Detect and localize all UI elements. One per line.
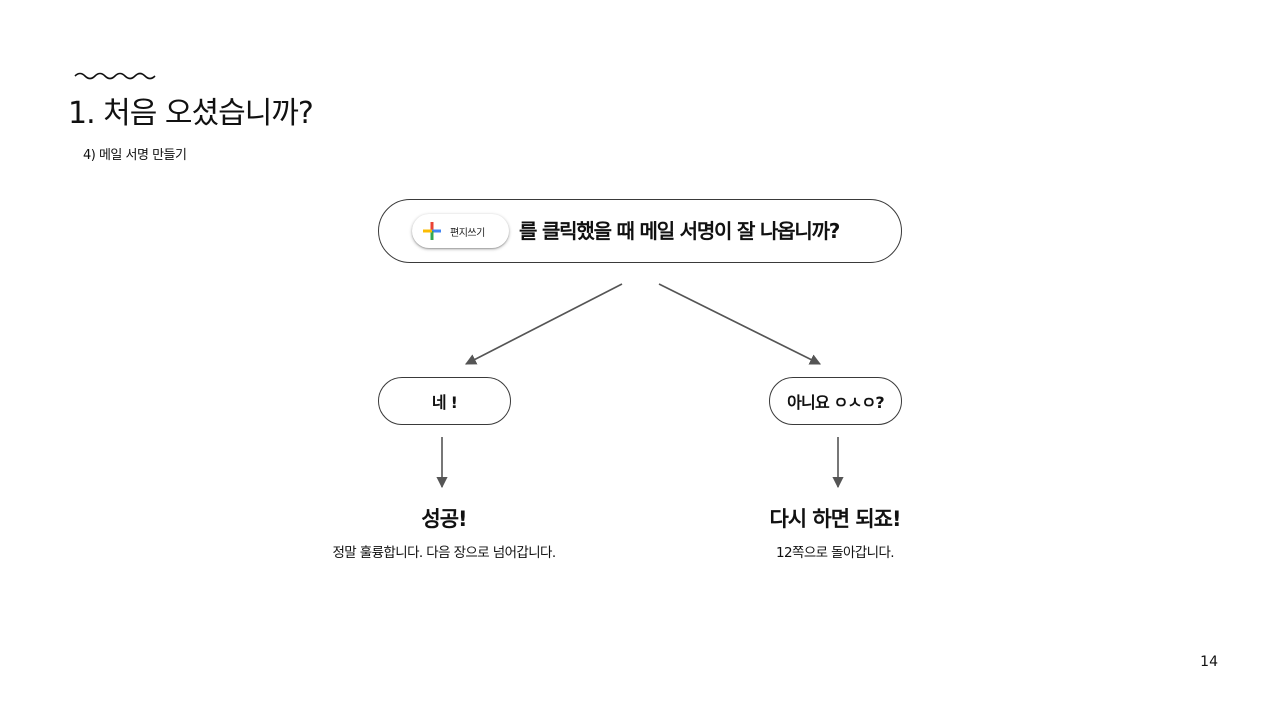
success-description: 정말 훌륭합니다. 다음 장으로 넘어갑니다. bbox=[332, 545, 556, 561]
retry-description: 12쪽으로 돌아갑니다. bbox=[776, 545, 895, 561]
decorative-wave-line bbox=[74, 72, 156, 80]
arrow-to-yes bbox=[465, 283, 623, 365]
arrow-to-no bbox=[658, 283, 822, 365]
page-subtitle: 4) 메일 서명 만들기 bbox=[83, 148, 187, 163]
compose-button-label: 편지쓰기 bbox=[450, 227, 485, 239]
plus-multicolor-icon bbox=[423, 222, 441, 240]
retry-title: 다시 하면 되죠! bbox=[769, 507, 901, 531]
success-title: 성공! bbox=[421, 507, 467, 531]
question-text: 를 클릭했을 때 메일 서명이 잘 나옵니까? bbox=[519, 219, 840, 243]
answer-no-box: 아니요 ㅇㅅㅇ? bbox=[769, 377, 902, 425]
answer-yes-label: 네 ! bbox=[431, 393, 458, 412]
page-title: 1. 처음 오셨습니까? bbox=[68, 96, 314, 131]
page-number: 14 bbox=[1200, 654, 1218, 670]
answer-yes-box: 네 ! bbox=[378, 377, 511, 425]
compose-button[interactable]: 편지쓰기 bbox=[412, 214, 509, 248]
answer-no-label: 아니요 ㅇㅅㅇ? bbox=[787, 393, 885, 412]
